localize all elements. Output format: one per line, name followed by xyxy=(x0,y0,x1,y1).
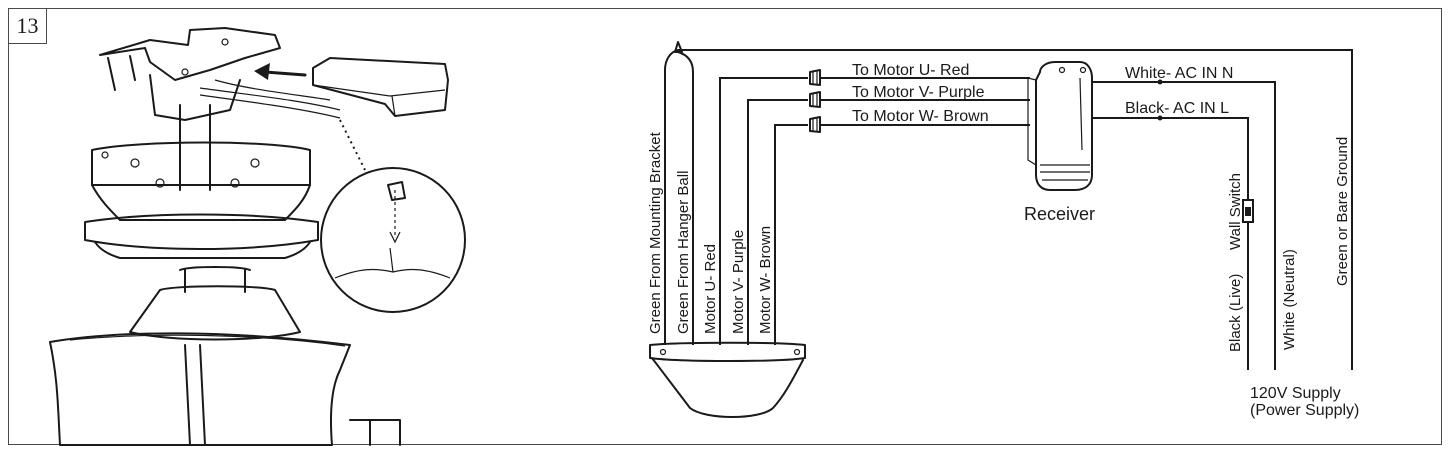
label-motor-v-purple: Motor V- Purple xyxy=(730,230,747,334)
label-motor-u-red: Motor U- Red xyxy=(702,244,719,334)
label-supply-line2: (Power Supply) xyxy=(1250,402,1359,419)
wall-switch xyxy=(1242,199,1254,223)
hanger-ball-wire xyxy=(677,51,694,345)
label-white-ac-in: White- AC IN N xyxy=(1125,65,1233,82)
label-green-ball: Green From Hanger Ball xyxy=(675,171,692,334)
figure-frame xyxy=(8,8,1442,445)
label-black-live: Black (Live) xyxy=(1227,274,1244,352)
label-motor-w-brown: Motor W- Brown xyxy=(757,226,774,334)
wire-nut-u xyxy=(809,69,821,86)
motor-u-wire xyxy=(719,77,808,345)
fan-assembly-illustration xyxy=(49,27,466,446)
wire-nut-v xyxy=(809,91,821,108)
motor-v-wire xyxy=(747,99,808,345)
step-number-box: 13 xyxy=(8,8,47,44)
label-to-motor-u: To Motor U- Red xyxy=(852,62,969,79)
label-black-ac-in: Black- AC IN L xyxy=(1125,100,1229,117)
label-supply-line1: 120V Supply xyxy=(1250,385,1341,402)
label-green-ground: Green or Bare Ground xyxy=(1334,137,1351,286)
label-receiver: Receiver xyxy=(1024,204,1095,224)
canopy-bowl xyxy=(651,357,804,418)
motor-w-wire xyxy=(774,124,808,345)
wire-nut-w xyxy=(809,116,821,133)
label-wall-switch: Wall Switch xyxy=(1227,173,1244,250)
black-live-wire-top xyxy=(1092,117,1249,200)
receiver-unit xyxy=(1027,61,1093,191)
label-to-motor-w: To Motor W- Brown xyxy=(852,108,989,125)
canopy-ring xyxy=(649,341,806,362)
label-to-motor-v: To Motor V- Purple xyxy=(852,84,985,101)
label-green-bracket: Green From Mounting Bracket xyxy=(647,131,664,334)
step-number: 13 xyxy=(16,13,39,38)
white-neutral-wire xyxy=(1092,81,1276,370)
ground-wire xyxy=(664,49,1353,370)
label-white-neutral: White (Neutral) xyxy=(1281,249,1298,350)
wiring-schematic: To Motor U- Red To Motor V- Purple To Mo… xyxy=(647,41,1359,419)
